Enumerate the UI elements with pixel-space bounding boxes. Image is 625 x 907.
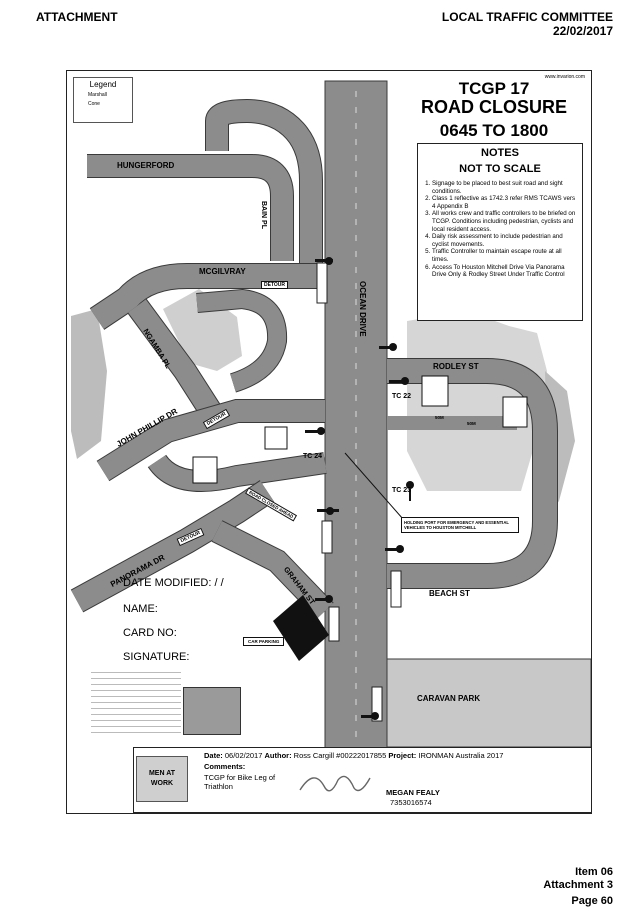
- street-label-beach: BEACH ST: [429, 589, 470, 598]
- plan-title-line2: ROAD CLOSURE: [420, 97, 567, 117]
- legend-item-cone: Cone: [88, 101, 100, 107]
- header-committee-title: LOCAL TRAFFIC COMMITTEE: [441, 10, 613, 24]
- footer-attachment: Attachment 3: [543, 879, 613, 891]
- hungerford-road: [87, 154, 294, 261]
- date-label: Date:: [204, 751, 223, 760]
- plan-info-box: MEN AT WORK Date: 06/02/2017 Author: Ros…: [133, 747, 591, 813]
- inner-loop-road-fill: [196, 289, 287, 392]
- handwritten-signature: [299, 775, 371, 792]
- note-item: Class 1 reflective as 1742.3 refer RMS T…: [432, 195, 578, 210]
- holding-port-callout: HOLDING PORT FOR EMERGENCY AND ESSENTIAL…: [401, 517, 519, 534]
- header-committee: LOCAL TRAFFIC COMMITTEE 22/02/2017: [442, 10, 613, 38]
- project-value: IRONMAN Australia 2017: [418, 751, 504, 760]
- notes-heading: NOTES: [481, 147, 519, 159]
- marshall-figures: [305, 257, 414, 720]
- name-field: NAME:: [123, 603, 158, 615]
- vacant-lot: [407, 311, 547, 491]
- detour-sign: DETOUR: [261, 281, 289, 289]
- note-item: All works crew and traffic controllers t…: [432, 210, 578, 233]
- graham-road-fill: [212, 521, 333, 619]
- shore-area: [71, 309, 107, 459]
- note-item: Traffic Controller to maintain escape ro…: [432, 248, 578, 263]
- hungerford-road-fill: [87, 155, 293, 261]
- car-parking-building: [273, 595, 329, 661]
- tc-label: TC 23: [392, 487, 412, 494]
- date-value: 06/02/2017: [224, 751, 263, 760]
- caravan-park-area: [386, 658, 591, 748]
- accreditation-card-lines: [91, 667, 181, 735]
- logo-text: MEN AT WORK: [148, 770, 176, 787]
- road-closure-barrier: [328, 606, 340, 642]
- caravan-park-label: CARAVAN PARK: [417, 694, 481, 703]
- road-closure-barrier: [321, 520, 333, 554]
- header-attachment: ATTACHMENT: [36, 10, 118, 24]
- author-value: Ross Cargill #00222017855: [293, 751, 387, 760]
- bain-loop-fill: [206, 99, 322, 266]
- road-closure-barrier: [371, 686, 383, 722]
- notes-box: NOTES NOT TO SCALE Signage to be placed …: [417, 143, 583, 321]
- street-label-rodley: RODLEY ST: [433, 362, 479, 371]
- signature-field: SIGNATURE:: [123, 651, 190, 663]
- comments-label: Comments:: [204, 762, 246, 771]
- project-label: Project:: [388, 751, 417, 760]
- road-closure-barrier: [390, 570, 402, 608]
- legend-item-marshall: Marshall: [88, 92, 107, 98]
- footer-page: Page 60: [571, 895, 613, 907]
- road-closure-barrier: [316, 262, 328, 304]
- tc-label: TC 24: [303, 453, 323, 460]
- cyclist-sign: [502, 396, 528, 428]
- tc-label: TC 22: [392, 393, 412, 400]
- signer-number: 7353016574: [390, 798, 432, 807]
- john-phillip-road-fill: [97, 400, 325, 481]
- men-at-work-logo: MEN AT WORK: [136, 756, 188, 802]
- ngamba-road-fill: [128, 299, 227, 427]
- street-label-ocean: OCEAN DRIVE: [358, 281, 367, 337]
- date-modified-field: DATE MODIFIED: / /: [123, 577, 224, 589]
- website-credit: www.invarion.com: [544, 74, 585, 80]
- plan-title-line1: TCGP 17: [458, 79, 530, 98]
- street-label-bain: BAIN PL: [260, 201, 267, 229]
- rodley-road-fill: [387, 359, 557, 588]
- street-label-hungerford: HUNGERFORD: [117, 161, 175, 170]
- accreditation-card: [87, 663, 241, 747]
- cyclist-sign: [421, 375, 449, 407]
- cyclist-sign: [192, 456, 218, 484]
- notes-subheading: NOT TO SCALE: [459, 163, 541, 175]
- holding-port-pointer: [344, 452, 404, 520]
- plan-date-row: Date: 06/02/2017 Author: Ross Cargill #0…: [204, 751, 503, 760]
- plan-title-line3: 0645 TO 1800: [439, 121, 549, 140]
- traffic-control-plan-map: Legend Marshall Cone www.invarion.com TC…: [66, 70, 592, 814]
- distance-marker: 50M: [467, 421, 476, 426]
- signer-name: MEGAN FEALY: [386, 788, 440, 797]
- note-item: Access To Houston Mitchell Drive Via Pan…: [432, 264, 578, 279]
- connector-road-fill: [148, 453, 327, 491]
- cyclist-sign: [264, 426, 288, 450]
- comments-value: TCGP for Bike Leg of Triathlon: [204, 773, 276, 791]
- mcgilvray-road-fill: [90, 264, 325, 329]
- street-label-mcgilvray: MCGILVRAY: [199, 267, 246, 276]
- footer-item: Item 06: [575, 866, 613, 878]
- accreditation-card-image: [183, 687, 241, 735]
- road-network: [70, 80, 591, 813]
- header-date: 22/02/2017: [552, 24, 613, 38]
- note-item: Signage to be placed to best suit road a…: [432, 180, 578, 195]
- plan-title: TCGP 17 ROAD CLOSURE 0645 TO 1800: [400, 79, 588, 140]
- notes-list: Signage to be placed to best suit road a…: [418, 180, 582, 279]
- distance-marker: 50M: [435, 415, 444, 420]
- author-label: Author:: [264, 751, 292, 760]
- legend-box: Legend Marshall Cone: [73, 77, 133, 123]
- panorama-road-fill: [71, 481, 274, 612]
- card-no-field: CARD NO:: [123, 627, 177, 639]
- car-parking-sign: CAR PARKING: [243, 637, 285, 646]
- legend-title: Legend: [89, 80, 117, 89]
- note-item: Daily risk assessment to include pedestr…: [432, 233, 578, 248]
